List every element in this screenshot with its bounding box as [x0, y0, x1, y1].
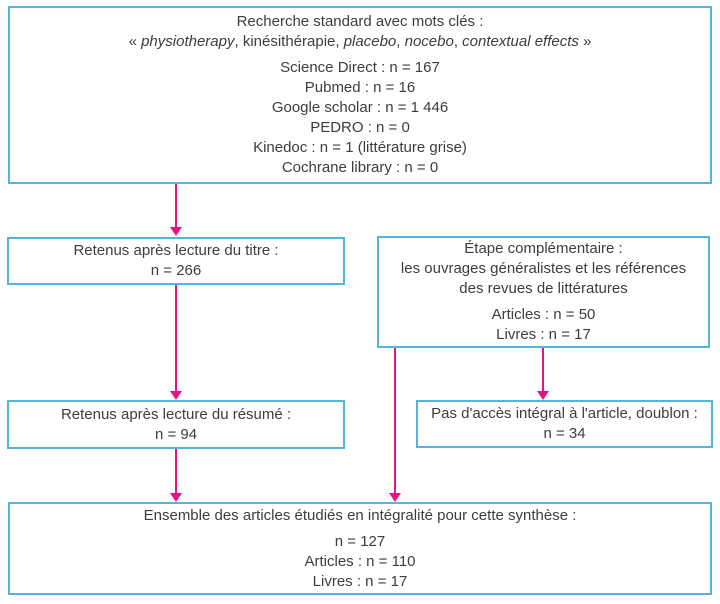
arrow-abstract-to-final — [175, 449, 177, 493]
abstract-screening-count: n = 94 — [154, 425, 198, 443]
keywords-segment: , — [396, 33, 405, 50]
complementary-books-count: Livres : n = 17 — [496, 326, 591, 343]
title-screening-label: Retenus après lecture du titre : — [73, 242, 279, 259]
box-final-synthesis: Ensemble des articles étudiés en intégra… — [8, 502, 712, 595]
complementary-description: les ouvrages généralistes et les référen… — [400, 260, 687, 277]
keywords-segment: « — [128, 33, 142, 50]
keywords-segment: , — [453, 33, 463, 50]
excluded-label: Pas d'accès intégral à l'article, doublo… — [431, 405, 698, 422]
box-excluded: Pas d'accès intégral à l'article, doublo… — [416, 400, 713, 448]
box-standard-search: Recherche standard avec mots clés : « ph… — [8, 6, 712, 184]
box-complementary-step: Étape complémentaire : les ouvrages géné… — [377, 236, 710, 348]
abstract-screening-label: Retenus après lecture du résumé : — [60, 405, 292, 423]
complementary-title: Étape complémentaire : — [464, 240, 623, 257]
arrow-title-to-abstract — [175, 285, 177, 391]
keywords-segment: contextual effects — [462, 33, 579, 50]
keywords-segment: » — [578, 33, 592, 50]
search-source-count: Google scholar : n = 1 446 — [271, 99, 449, 116]
keywords-segment: physiotherapy — [141, 33, 235, 50]
excluded-count: n = 34 — [543, 425, 586, 442]
complementary-articles-count: Articles : n = 50 — [491, 306, 596, 323]
keywords-segment: nocebo — [404, 33, 454, 50]
arrow-complementary-to-excluded — [542, 348, 544, 391]
final-articles-count: Articles : n = 110 — [304, 552, 416, 570]
search-source-count: PEDRO : n = 0 — [310, 119, 410, 136]
box-title-screening: Retenus après lecture du titre : n = 266 — [7, 237, 345, 285]
arrow-search-to-title — [175, 184, 177, 227]
search-source-count: Science Direct : n = 167 — [280, 59, 440, 76]
search-source-count: Cochrane library : n = 0 — [281, 159, 439, 176]
final-books-count: Livres : n = 17 — [312, 572, 408, 590]
search-keywords: « physiotherapy, kinésithérapie, placebo… — [10, 32, 710, 52]
keywords-segment: placebo — [343, 33, 397, 50]
arrow-complementary-to-final — [394, 348, 396, 493]
search-title: Recherche standard avec mots clés : — [236, 13, 484, 30]
complementary-description: des revues de littératures — [459, 280, 628, 297]
keywords-segment: , kinésithérapie, — [234, 33, 344, 50]
box-abstract-screening: Retenus après lecture du résumé : n = 94 — [7, 400, 345, 449]
search-source-count: Pubmed : n = 16 — [304, 79, 416, 96]
search-source-count: Kinedoc : n = 1 (littérature grise) — [253, 139, 467, 156]
final-title: Ensemble des articles étudiés en intégra… — [143, 506, 577, 524]
title-screening-count: n = 266 — [150, 262, 202, 279]
final-total-count: n = 127 — [334, 532, 386, 550]
